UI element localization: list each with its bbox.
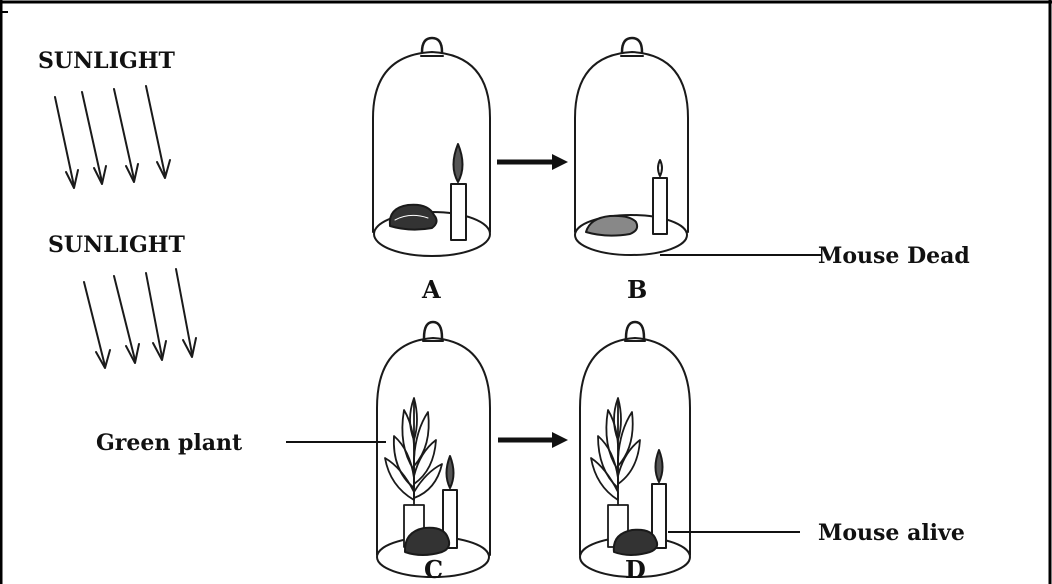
arrow-c-to-d: [498, 432, 568, 448]
jar-label-d: D: [625, 555, 646, 584]
sunlight-label-bottom: SUNLIGHT: [48, 232, 186, 258]
mouse-dead-label: Mouse Dead: [818, 243, 970, 269]
sunlight-label-top: SUNLIGHT: [38, 48, 176, 74]
mouse-c: [403, 526, 451, 556]
green-plant-d: [590, 397, 641, 548]
green-plant-label: Green plant: [96, 430, 243, 456]
mouse-a: [388, 203, 438, 231]
mouse-b-dead: [585, 214, 639, 237]
arrow-a-to-b: [497, 154, 568, 170]
mouse-d-alive: [612, 528, 659, 556]
mouse-alive-label: Mouse alive: [818, 520, 965, 546]
sunlight-arrows-bottom: [83, 268, 197, 369]
candle-b: [652, 159, 668, 235]
sunlight-arrows-top: [54, 85, 171, 189]
jar-label-a: A: [421, 275, 441, 304]
candle-a: [450, 143, 467, 241]
green-plant-c: [384, 397, 443, 548]
candle-d: [651, 449, 667, 549]
jar-label-b: B: [627, 275, 647, 304]
jar-label-c: C: [424, 555, 443, 584]
bell-jar-b: [574, 36, 689, 256]
